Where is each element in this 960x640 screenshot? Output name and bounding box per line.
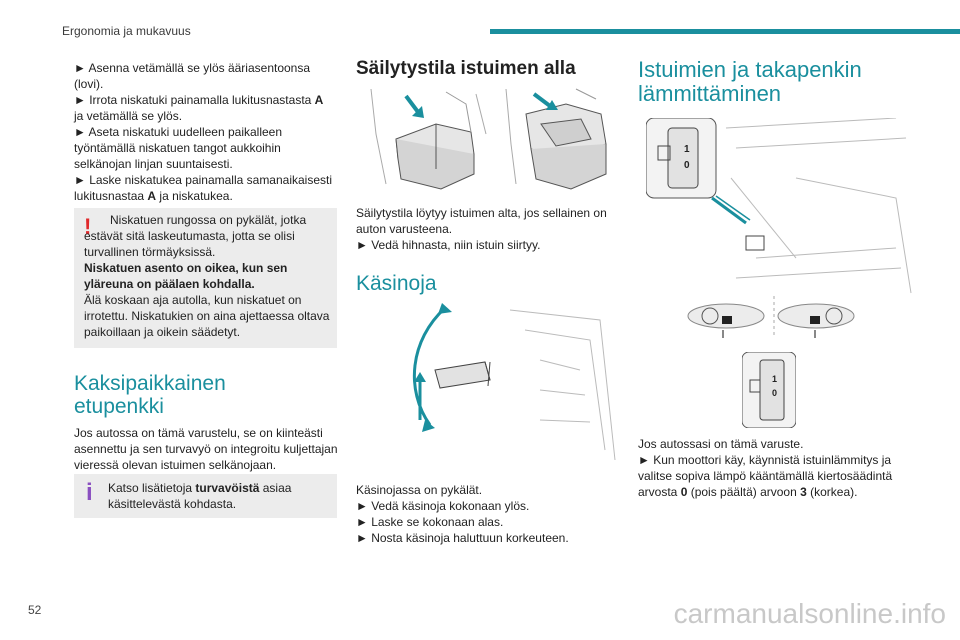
armrest-step-1: Käsinojassa on pykälät.	[356, 483, 483, 497]
step-refit-headrest: ► Aseta niskatuki uudelleen paikalleen t…	[74, 125, 283, 171]
info-note: i Katso lisätietoja turvavöistä asiaa kä…	[74, 474, 337, 518]
page-number: 52	[28, 603, 42, 617]
header-accent-bar	[490, 29, 960, 34]
warning-text: Niskatuen rungossa on pykälät, jotka est…	[84, 213, 307, 259]
storage-text: Säilytystila löytyy istuimen alta, jos s…	[356, 206, 607, 236]
storage-heading: Säilytystila istuimen alla	[356, 58, 576, 79]
heating-control-switch: 1 0	[742, 352, 796, 428]
watermark: carmanualsonline.info	[673, 598, 946, 629]
step-remove-headrest: ► Irrota niskatuki painamalla lukitusnas…	[74, 93, 324, 107]
warning-note: ! Niskatuen rungossa on pykälät, jotka e…	[74, 208, 337, 348]
info-text: Katso lisätietoja turvavöistä asiaa käsi…	[108, 481, 292, 511]
armrest-steps: Käsinojassa on pykälät. ► Vedä käsinoja …	[356, 482, 620, 546]
step-remove-headrest-cont: ja vetämällä se ylös.	[74, 109, 183, 123]
bench-heading: Kaksipaikkainen etupenkki	[74, 372, 226, 418]
bench-text: Jos autossa on tämä varustelu, se on kii…	[74, 426, 338, 472]
dial-top-text: 1	[684, 144, 690, 155]
warning-bold-text: Niskatuen asento on oikea, kun sen yläre…	[84, 261, 288, 291]
seat-heating-illustration: 1 0	[646, 118, 912, 294]
heating-text: Jos autossasi on tämä varuste.	[638, 437, 804, 451]
dial-bottom-text: 0	[684, 160, 690, 171]
armrest-step-3: ► Laske se kokonaan alas.	[356, 515, 504, 529]
armrest-heading: Käsinoja	[356, 272, 437, 295]
switch-top-text: 1	[772, 374, 777, 384]
armrest-illustration	[412, 303, 616, 461]
step-lower-headrest: ► Laske niskatukea painamalla samanaikai…	[74, 173, 333, 203]
storage-seat-illustration	[370, 88, 607, 190]
armrest-step-4: ► Nosta käsinoja haluttuun korkeuteen.	[356, 531, 569, 545]
armrest-step-2: ► Vedä käsinoja kokonaan ylös.	[356, 499, 530, 513]
step-raise-headrest: ► Asenna vetämällä se ylös ääriasentoons…	[74, 61, 311, 91]
warning-icon: !	[84, 214, 92, 239]
left-column: ► Asenna vetämällä se ylös ääriasentoons…	[74, 60, 339, 204]
section-title: Ergonomia ja mukavuus	[62, 24, 191, 38]
warning-text-2: Älä koskaan aja autolla, kun niskatuet o…	[84, 293, 330, 339]
storage-step: ► Vedä hihnasta, niin istuin siirtyy.	[356, 238, 541, 252]
switch-bottom-text: 0	[772, 388, 777, 398]
heating-heading: Istuimien ja takapenkin lämmittäminen	[638, 57, 862, 106]
steering-heating-icons	[687, 296, 855, 338]
heating-step: ► Kun moottori käy, käynnistä istuinlämm…	[638, 453, 893, 499]
info-icon: i	[86, 479, 93, 506]
